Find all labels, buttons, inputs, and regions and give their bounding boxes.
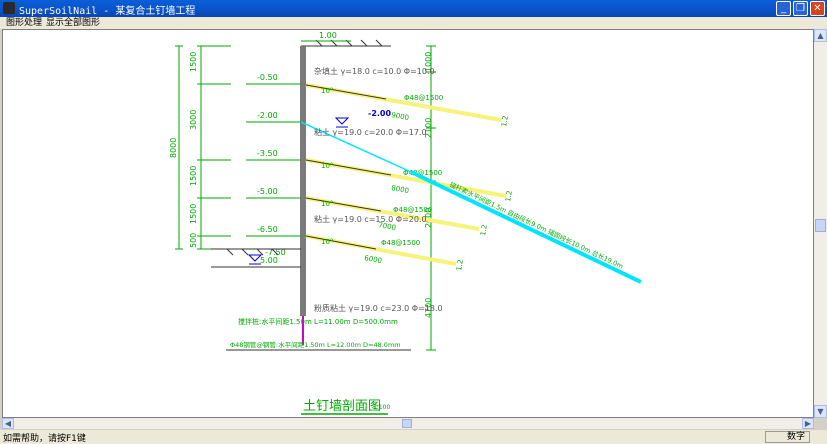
excavation-bottom	[211, 248, 301, 268]
total-dim-label: 8000	[169, 138, 178, 158]
dim-label: 500	[189, 233, 198, 248]
level-label: -2.00	[257, 111, 278, 120]
nail-angle: 10°	[321, 238, 333, 246]
level-label: -0.50	[257, 73, 278, 82]
nail-length: 9000	[391, 111, 410, 122]
level-lines	[246, 83, 301, 237]
maximize-button[interactable]: ❐	[793, 1, 808, 16]
soil-layer-label: 粘土 γ=19.0 c=15.0 Φ=20.0	[314, 214, 427, 224]
anchor-free-segment	[300, 121, 412, 173]
horizontal-scrollbar[interactable]: ◀ ▶	[2, 418, 814, 429]
top-width-label: 1.00	[319, 31, 337, 40]
nail-labels: 10° 10° 10° 10° Φ48@1500 Φ48@1500 Φ48@15…	[321, 87, 514, 271]
soil-layer-label: 粉质粘土 γ=19.0 c=23.0 Φ=18.0	[314, 303, 443, 313]
close-button[interactable]: ✕	[810, 1, 825, 16]
status-mode-indicator: 数字	[765, 431, 810, 443]
vertical-scrollbar[interactable]: ▲ ▼	[814, 29, 827, 418]
scroll-down-icon[interactable]: ▼	[814, 405, 827, 418]
nail-end-mark: 1.2	[455, 259, 465, 271]
nail-angle: 10°	[321, 162, 333, 170]
section-drawing: 1500 3000 1500 1500 500 8000 1000 2100 2…	[169, 31, 642, 415]
nail-end-mark: 1.2	[504, 190, 514, 202]
status-bar: 如需帮助，请按F1键 数字	[0, 430, 827, 444]
water-level-symbols	[247, 117, 350, 265]
dim-label: 1500	[189, 52, 198, 72]
nail-angle: 10°	[321, 200, 333, 208]
status-help-text: 如需帮助，请按F1键	[3, 434, 86, 444]
minimize-button[interactable]: _	[776, 1, 791, 16]
left-dimension-labels: 1500 3000 1500 1500 500 8000 1000 2100 2…	[169, 52, 433, 318]
dim-label: 2000	[424, 208, 433, 228]
level-label: -5.00	[257, 187, 278, 196]
pile-label: 搅拌桩:水平间距1.50m L=11.00m D=500.0mm	[238, 317, 398, 326]
dim-label: 2100	[424, 118, 433, 138]
scroll-left-icon[interactable]: ◀	[2, 418, 14, 429]
soil-layer-labels: 杂填土 γ=18.0 c=10.0 Φ=10.0 粘土 γ=19.0 c=20.…	[314, 66, 443, 313]
dim-label: 4700	[424, 298, 433, 318]
window-title: SuperSoilNail - 某复合土钉墙工程	[19, 6, 196, 17]
level-label: -3.50	[257, 149, 278, 158]
nail-end-mark: 1.2	[479, 224, 489, 236]
dim-label: 1000	[424, 52, 433, 72]
nail-wall	[300, 46, 306, 316]
soil-layer-label: 杂填土 γ=18.0 c=10.0 Φ=10.0	[314, 66, 435, 76]
nail-spec: Φ48@1500	[381, 239, 420, 247]
nail-spec: Φ48@1500	[393, 206, 432, 214]
water-level-label: 5.00	[260, 256, 278, 265]
scroll-right-icon[interactable]: ▶	[802, 418, 814, 429]
bottom-pipe-label: Φ48钢管@钢管:水平间距1.50m L=12.00m D=48.0mm	[230, 340, 401, 349]
drawing-scale: 1:100	[373, 404, 390, 411]
app-icon	[3, 2, 15, 14]
nail-length: 8000	[391, 184, 410, 195]
left-dimension-lines	[175, 45, 436, 351]
menu-bar: 图形处理 显示全部图形	[0, 17, 827, 29]
water-level-label: -2.00	[368, 109, 391, 118]
nail-length: 6000	[364, 254, 383, 265]
dim-label: 1500	[189, 166, 198, 186]
drawing-title: 土钉墙剖面图	[303, 399, 381, 414]
nail-angle: 10°	[321, 87, 333, 95]
title-bar: SuperSoilNail - 某复合土钉墙工程 _ ❐ ✕	[0, 0, 827, 17]
anchor-label: 锚杆索水平间距1.5m 自由段长9.0m 锚固段长10.0m 总长19.0m	[448, 180, 625, 271]
anchor-bonded-segment	[410, 170, 642, 284]
level-label: -6.50	[257, 225, 278, 234]
menu-graphics[interactable]: 图形处理	[6, 18, 43, 28]
menu-show-all[interactable]: 显示全部图形	[46, 18, 101, 28]
dim-label: 1500	[189, 204, 198, 224]
nail-spec: Φ48@1500	[404, 94, 443, 102]
nail-end-mark: 1.2	[500, 115, 510, 127]
level-labels: -0.50 -2.00 -3.50 -5.00 -6.50 -7.50	[257, 73, 286, 257]
soil-layer-label: 粘土 γ=19.0 c=20.0 Φ=17.0	[314, 127, 427, 137]
nail-spec: Φ48@1500	[403, 169, 442, 177]
scroll-up-icon[interactable]: ▲	[814, 29, 827, 42]
drawing-canvas[interactable]: 1500 3000 1500 1500 500 8000 1000 2100 2…	[2, 29, 814, 418]
dim-label: 3000	[189, 110, 198, 130]
vertical-scroll-thumb[interactable]	[815, 219, 826, 232]
horizontal-scroll-thumb[interactable]	[402, 419, 412, 428]
soil-nails	[305, 83, 507, 266]
nail-length: 7000	[378, 221, 397, 232]
